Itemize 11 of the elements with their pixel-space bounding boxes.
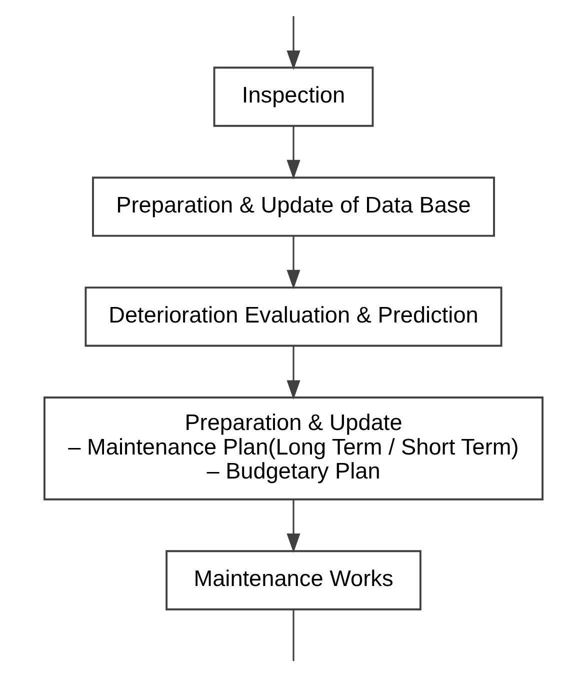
connector	[292, 610, 294, 662]
arrow	[286, 346, 300, 400]
arrow	[286, 126, 300, 180]
arrow	[286, 499, 300, 553]
node-box: Preparation & Update – Maintenance Plan(Long Term / Short Term) – Budgetary Plan	[43, 396, 543, 500]
arrow	[286, 236, 300, 290]
node-box: Deterioration Evaluation & Prediction	[84, 286, 502, 347]
node-box: Inspection	[212, 66, 374, 127]
node-box: Maintenance Works	[165, 550, 421, 610]
node-box: Preparation & Update of Data Base	[92, 176, 494, 237]
arrow	[286, 16, 300, 70]
